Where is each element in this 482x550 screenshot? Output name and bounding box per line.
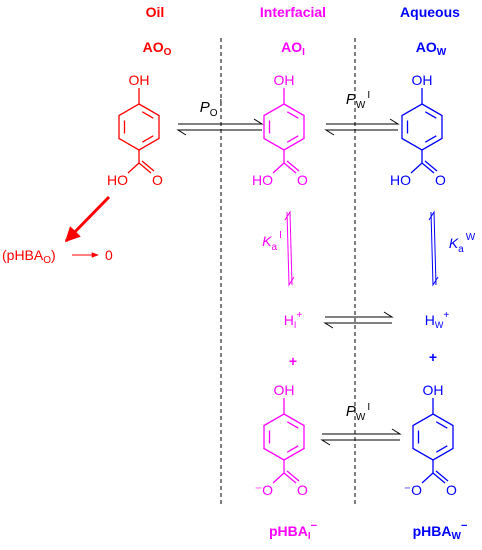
svg-text:OH: OH	[423, 382, 444, 398]
svg-text:HO: HO	[390, 172, 411, 188]
svg-text:O: O	[297, 482, 308, 498]
molecule-ao-interfacial: OH HO O	[252, 72, 308, 188]
svg-text:⁻O: ⁻O	[255, 482, 273, 498]
svg-text:OH: OH	[412, 72, 433, 88]
label-ka-aqueous: KaW	[449, 232, 476, 255]
svg-text:HO: HO	[107, 172, 128, 188]
equilibrium-arrow-oil-interfacial	[176, 118, 264, 136]
molecule-phba-interfacial: OH ⁻O O	[255, 382, 308, 498]
plus-interfacial: +	[289, 353, 297, 369]
header-aqueous: Aqueous	[400, 4, 460, 20]
equilibrium-arrow-ka-interfacial	[284, 210, 295, 287]
equilibrium-arrow-ka-aqueous	[428, 210, 439, 287]
svg-text:O: O	[297, 172, 308, 188]
label-ao-interfacial: AOI	[281, 39, 305, 58]
label-phba-aqueous: pHBAW−	[413, 520, 468, 542]
equilibrium-arrow-interfacial-aqueous-ao	[324, 118, 400, 136]
label-p-wi: PWI	[346, 90, 370, 111]
degradation-arrow	[64, 195, 111, 243]
molecule-ao-oil: OH HO O	[107, 72, 163, 188]
svg-text:O: O	[435, 172, 446, 188]
equilibrium-arrow-protons	[323, 311, 394, 329]
label-h-aqueous: HW+	[425, 310, 450, 330]
molecule-phba-aqueous: OH ⁻O O	[404, 382, 457, 498]
svg-text:OH: OH	[129, 72, 150, 88]
label-ao-aqueous: AOW	[416, 39, 447, 58]
header-oil: Oil	[146, 4, 165, 20]
label-h-interfacial: HI+	[284, 310, 303, 330]
label-ka-interfacial: KaI	[262, 230, 282, 253]
molecule-ao-aqueous: OH HO O	[390, 72, 446, 188]
label-p-oi: POI	[200, 98, 223, 119]
label-p-wi-anion: PWI	[346, 402, 370, 423]
label-degradation-species: (pHBAO)	[2, 247, 56, 266]
svg-text:O: O	[152, 172, 163, 188]
plus-aqueous: +	[429, 349, 437, 365]
svg-text:OH: OH	[274, 382, 295, 398]
svg-text:⁻O: ⁻O	[404, 482, 422, 498]
header-interfacial: Interfacial	[260, 4, 326, 20]
svg-text:OH: OH	[274, 72, 295, 88]
svg-text:HO: HO	[252, 172, 273, 188]
label-degradation-result: 0	[105, 247, 113, 263]
label-ao-oil: AOO	[143, 39, 172, 58]
svg-text:O: O	[446, 482, 457, 498]
equilibrium-arrow-interfacial-aqueous-phba	[320, 428, 402, 446]
label-phba-interfacial: pHBAI−	[269, 520, 317, 542]
